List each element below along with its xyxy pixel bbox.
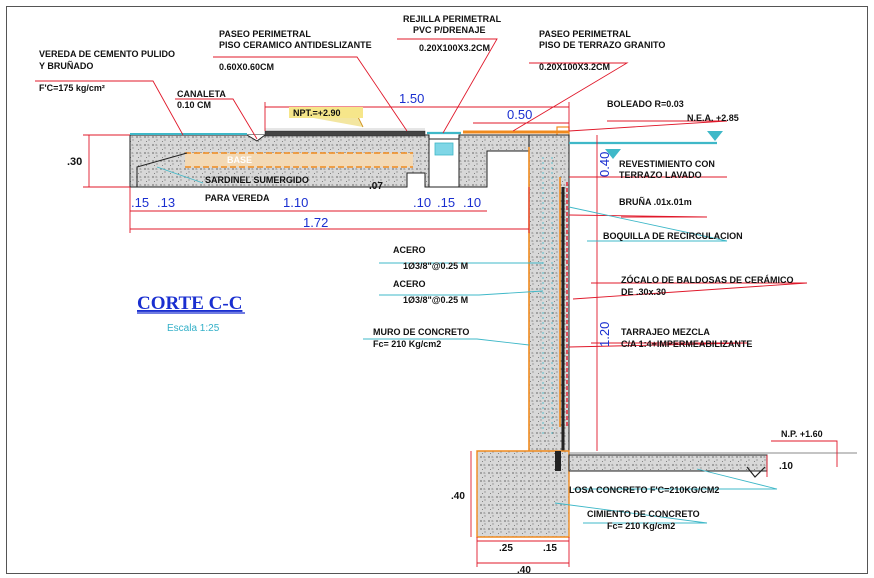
dim-040: 0.40 (597, 152, 612, 177)
dimensions (83, 102, 768, 567)
label-paseo1-3: 0.60X0.60CM (219, 62, 274, 72)
leader-lines (35, 38, 808, 348)
label-sardinel-1: SARDINEL SUMERGIDO (205, 175, 309, 185)
label-zocalo-2: DE .30x.30 (621, 287, 666, 297)
label-muro-2: Fc= 210 Kg/cm2 (373, 339, 441, 349)
label-losa: LOSA CONCRETO F'C=210KG/CM2 (569, 485, 719, 495)
label-acero1-2: 1Ø3/8"@0.25 M (403, 261, 468, 271)
np-leader (771, 440, 838, 467)
label-rejilla-1: REJILLA PERIMETRAL (403, 14, 502, 24)
label-acero2-2: 1Ø3/8"@0.25 M (403, 295, 468, 305)
section-drawing: VEREDA DE CEMENTO PULIDO Y BRUÑADO F'C=1… (35, 14, 857, 573)
label-revestimiento-2: TERRAZO LAVADO (619, 170, 702, 180)
label-acero1-1: ACERO (393, 245, 426, 255)
label-npt: NPT.=+2.90 (293, 108, 341, 118)
label-vereda-3: F'C=175 kg/cm² (39, 83, 105, 93)
label-paseo1-2: PISO CERAMICO ANTIDESLIZANTE (219, 40, 372, 50)
dim-013: .13 (157, 195, 175, 210)
label-vereda-2: Y BRUÑADO (39, 61, 93, 71)
drawing-frame: VEREDA DE CEMENTO PULIDO Y BRUÑADO F'C=1… (6, 6, 868, 574)
label-paseo2-3: 0.20X100X3.2CM (539, 62, 610, 72)
vereda-slab (129, 128, 430, 188)
label-tarrajeo-1: TARRAJEO MEZCLA (621, 327, 710, 337)
label-np: N.P. +1.60 (781, 429, 823, 439)
label-nea: N.E.A. +2.85 (687, 113, 739, 123)
dim-010b: .10 (463, 195, 481, 210)
label-cimiento-2: Fc= 210 Kg/cm2 (607, 521, 675, 531)
label-base: BASE (227, 155, 252, 165)
drawing-title: CORTE C-C (137, 293, 242, 314)
label-acero2-1: ACERO (393, 279, 426, 289)
label-rejilla-2: PVC P/DRENAJE (413, 25, 486, 35)
label-canaleta-1: CANALETA (177, 89, 226, 99)
footing (476, 450, 857, 538)
label-revestimiento-1: REVESTIMIENTO CON (619, 159, 715, 169)
npt-highlight (289, 107, 363, 118)
dim-120: 1.20 (597, 322, 612, 347)
label-paseo1-1: PASEO PERIMETRAL (219, 29, 311, 39)
dim-050: 0.50 (507, 107, 532, 122)
label-paseo2-1: PASEO PERIMETRAL (539, 29, 631, 39)
dim-040-base: .40 (517, 565, 531, 573)
label-canaleta-2: 0.10 CM (177, 100, 211, 110)
label-cimiento-1: CIMIENTO DE CONCRETO (587, 509, 700, 519)
dim-007: .07 (369, 181, 383, 192)
np-marker (746, 466, 766, 478)
dim-150: 1.50 (399, 91, 424, 106)
label-sardinel-2: PARA VEREDA (205, 193, 270, 203)
drawing-scale: Escala 1:25 (167, 323, 220, 334)
dim-015a: .15 (131, 195, 149, 210)
label-vereda-1: VEREDA DE CEMENTO PULIDO (39, 49, 175, 59)
dim-172: 1.72 (303, 215, 328, 230)
dim-010a: .10 (413, 195, 431, 210)
dim-010-np: .10 (779, 461, 793, 472)
dim-015b: .15 (437, 195, 455, 210)
dim-015c: .15 (543, 543, 557, 554)
dim-040-footing: .40 (451, 491, 465, 502)
dim-025: .25 (499, 543, 513, 554)
label-boleado: BOLEADO R=0.03 (607, 99, 684, 109)
leader-lines-cyan (156, 166, 778, 524)
label-bruna: BRUÑA .01x.01m (619, 197, 692, 207)
label-muro-1: MURO DE CONCRETO (373, 327, 469, 337)
label-rejilla-3: 0.20X100X3.2CM (419, 43, 490, 53)
concrete-wall (528, 131, 723, 455)
dim-030: .30 (67, 156, 82, 168)
label-zocalo-1: ZÓCALO DE BALDOSAS DE CERÁMICO (621, 274, 794, 285)
label-boquilla: BOQUILLA DE RECIRCULACION (603, 231, 743, 241)
label-tarrajeo-2: C/A 1:4+IMPERMEABILIZANTE (621, 339, 752, 349)
drain-box (427, 131, 461, 188)
dim-110: 1.10 (283, 195, 308, 210)
label-paseo2-2: PISO DE TERRAZO GRANITO (539, 40, 665, 50)
